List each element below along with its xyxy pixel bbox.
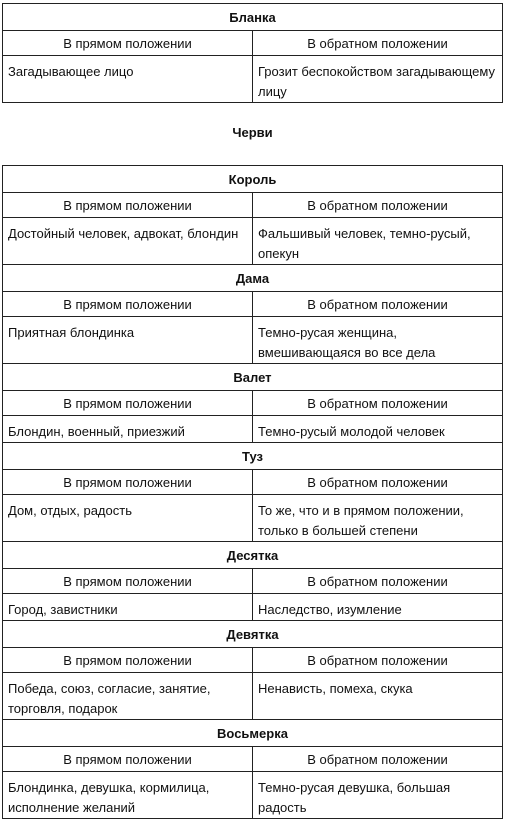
- reversed-meaning: Наследство, изумление: [252, 593, 503, 621]
- card-name: Девятка: [2, 620, 503, 648]
- reversed-header: В обратном положении: [252, 469, 503, 495]
- upright-meaning: Загадывающее лицо: [2, 55, 253, 103]
- upright-meaning: Блондин, военный, приезжий: [2, 415, 253, 443]
- upright-header: В прямом положении: [2, 291, 253, 317]
- reversed-meaning: Темно-русая девушка, большая радость: [252, 771, 503, 819]
- upright-header: В прямом положении: [2, 469, 253, 495]
- upright-meaning: Приятная блондинка: [2, 316, 253, 364]
- reversed-header: В обратном положении: [252, 746, 503, 772]
- card-name: Валет: [2, 363, 503, 391]
- upright-meaning: Победа, союз, согласие, занятие, торговл…: [2, 672, 253, 720]
- suit-title: Черви: [232, 125, 273, 140]
- hearts-table: Король В прямом положении В обратном пол…: [2, 165, 503, 819]
- upright-header: В прямом положении: [2, 746, 253, 772]
- upright-header: В прямом положении: [2, 568, 253, 594]
- reversed-header: В обратном положении: [252, 390, 503, 416]
- reversed-meaning: Грозит беспокойством загадывающему лицу: [252, 55, 503, 103]
- upright-header: В прямом положении: [2, 390, 253, 416]
- upright-meaning: Достойный человек, адвокат, блондин: [2, 217, 253, 265]
- card-name: Дама: [2, 264, 503, 292]
- card-name: Король: [2, 165, 503, 193]
- card-name: Десятка: [2, 541, 503, 569]
- reversed-meaning: Фальшивый человек, темно-русый, опекун: [252, 217, 503, 265]
- reversed-meaning: Темно-русый молодой человек: [252, 415, 503, 443]
- reversed-header: В обратном положении: [252, 192, 503, 218]
- upright-header: В прямом положении: [2, 192, 253, 218]
- card-name: Туз: [2, 442, 503, 470]
- card-name: Восьмерка: [2, 719, 503, 747]
- upright-meaning: Дом, отдых, радость: [2, 494, 253, 542]
- upright-header: В прямом положении: [2, 30, 253, 56]
- reversed-header: В обратном положении: [252, 647, 503, 673]
- reversed-meaning: Ненависть, помеха, скука: [252, 672, 503, 720]
- reversed-header: В обратном положении: [252, 30, 503, 56]
- reversed-header: В обратном положении: [252, 568, 503, 594]
- reversed-meaning: То же, что и в прямом положении, только …: [252, 494, 503, 542]
- reversed-header: В обратном положении: [252, 291, 503, 317]
- card-name: Бланка: [2, 3, 503, 31]
- blanka-table: Бланка В прямом положении В обратном пол…: [2, 3, 503, 103]
- upright-meaning: Город, завистники: [2, 593, 253, 621]
- reversed-meaning: Темно-русая женщина, вмешивающаяся во вс…: [252, 316, 503, 364]
- upright-meaning: Блондинка, девушка, кормилица, исполнени…: [2, 771, 253, 819]
- upright-header: В прямом положении: [2, 647, 253, 673]
